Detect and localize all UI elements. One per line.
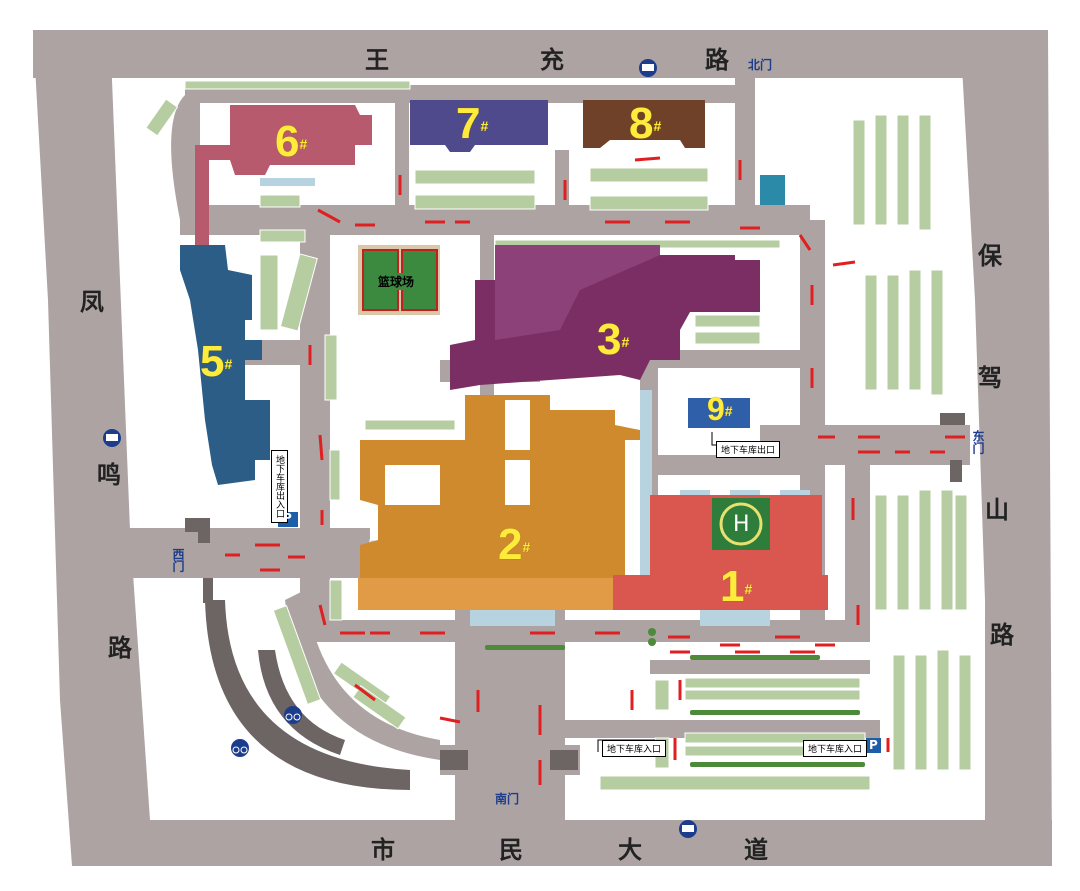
west-road-char-3: 路 xyxy=(108,634,132,662)
west-entry-road xyxy=(130,528,370,578)
pharmacy-kiosk xyxy=(760,175,785,205)
northwest-curve-road xyxy=(171,95,200,230)
east-road-char-4: 路 xyxy=(990,621,1014,649)
east-road-char-2: 驾 xyxy=(978,364,1002,392)
building-2-shape xyxy=(360,395,640,580)
road-1-north xyxy=(650,455,820,475)
road-8-west xyxy=(555,150,569,215)
building-2-court-b xyxy=(505,460,530,505)
north-road-char-3: 路 xyxy=(705,46,729,74)
east-gate-label: 东门 xyxy=(971,430,985,454)
building-2-front xyxy=(358,578,616,610)
building-2-court-c xyxy=(385,465,440,505)
west-road-char-2: 鸣 xyxy=(97,461,121,489)
north-road-char-1: 王 xyxy=(365,46,389,74)
building-5-shape xyxy=(180,245,270,485)
south-road-char-2: 民 xyxy=(499,836,523,864)
road-7-west xyxy=(395,100,409,210)
building-2-label: 2# xyxy=(498,520,531,569)
tree-rows xyxy=(485,628,865,767)
building-9-shape xyxy=(688,398,750,428)
basketball-court-label: 篮球场 xyxy=(378,273,415,290)
garage-exit-label: 地下车库出口 xyxy=(716,441,781,458)
building-3-highlight xyxy=(495,245,660,340)
helipad-label: H xyxy=(733,512,750,537)
building-6-wing xyxy=(195,160,209,245)
building-9-label: 9# xyxy=(707,391,733,427)
bus-stop-icons xyxy=(103,59,697,838)
east-road-char-1: 保 xyxy=(978,242,1002,270)
parking-p-east: P xyxy=(869,738,878,752)
building-3-label: 3# xyxy=(597,315,630,364)
north-road-char-2: 充 xyxy=(540,46,564,74)
east-road xyxy=(960,30,1052,866)
parking-p-west: P xyxy=(283,511,292,525)
west-road-char-1: 凤 xyxy=(80,288,104,316)
building-6-label: 6# xyxy=(275,117,308,166)
south-road xyxy=(72,820,1052,866)
parking-areas xyxy=(145,80,972,791)
garage-west-label: 地下车库出入口 xyxy=(271,450,288,523)
bike-path-inner xyxy=(258,650,345,755)
garage-entrance-south-label: 地下车库入口 xyxy=(602,740,667,757)
traffic-arrows xyxy=(225,156,965,785)
building-8-label: 8# xyxy=(629,99,662,148)
east-internal-road-2 xyxy=(845,460,870,630)
building-8-shape xyxy=(583,100,705,148)
south-gate-label: 南门 xyxy=(495,792,520,806)
gate-posts xyxy=(185,413,965,770)
bike-path-outer xyxy=(205,600,410,790)
southwest-curve-road xyxy=(285,590,440,760)
building-7-shape xyxy=(410,100,548,152)
building-1-label: 1# xyxy=(720,562,753,611)
north-road xyxy=(33,30,1048,78)
building-5-label: 5# xyxy=(200,337,233,386)
garage-entrance-east-label: 地下车库入口 xyxy=(803,740,868,757)
north-gate-label: 北门 xyxy=(748,58,773,72)
west-road xyxy=(33,30,150,866)
building-2-court-a xyxy=(505,400,530,450)
south-internal-road xyxy=(300,620,870,642)
outer-roads xyxy=(33,30,1052,866)
bike-icons xyxy=(231,706,302,757)
south-road-char-1: 市 xyxy=(371,836,395,864)
building-7-label: 7# xyxy=(456,99,489,148)
building-1-front xyxy=(613,575,828,610)
helipad xyxy=(712,498,770,550)
west-gate-label: 西门 xyxy=(171,548,185,572)
south-road-char-3: 大 xyxy=(618,836,642,864)
south-road-char-4: 道 xyxy=(744,836,768,864)
parking-sign-east xyxy=(866,738,881,753)
buildings xyxy=(180,100,828,610)
building-6-shape xyxy=(195,105,372,185)
garage-mid-road xyxy=(650,660,870,674)
east-road-char-3: 山 xyxy=(985,496,1009,524)
